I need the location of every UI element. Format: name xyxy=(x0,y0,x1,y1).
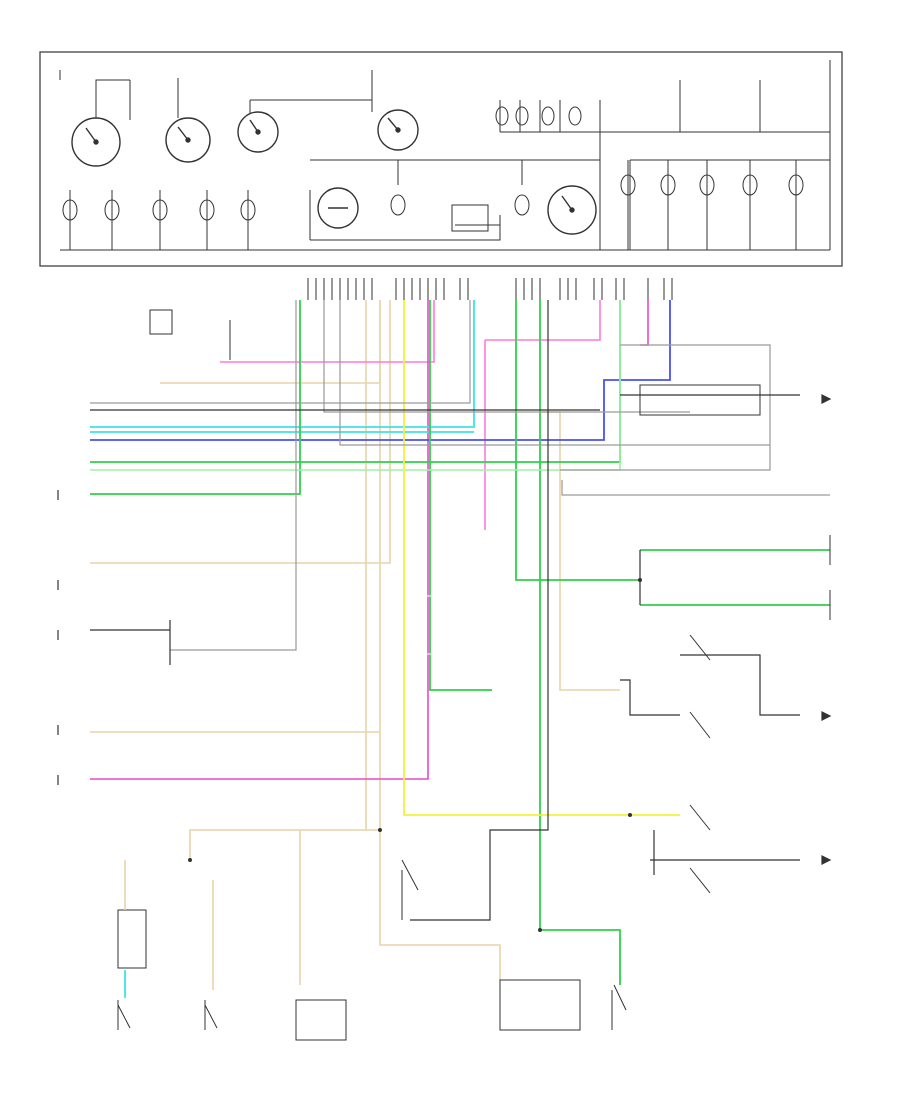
indicator-lamp-icon xyxy=(495,106,582,126)
switch-icon xyxy=(611,634,711,1030)
switch-icon xyxy=(149,309,231,360)
gauge-icon xyxy=(165,117,211,163)
gauge-icon xyxy=(237,111,279,153)
center-pcm-module-note xyxy=(419,595,511,655)
sensor-icon xyxy=(117,909,218,1030)
gauge-icon xyxy=(377,109,419,151)
cluster-connector-c2 xyxy=(515,278,673,300)
sensor-icon xyxy=(295,859,581,1041)
gauge-icon xyxy=(547,185,597,235)
indicator-lamp-icon xyxy=(62,174,804,221)
sensor-icon xyxy=(639,384,831,620)
cluster-connector-c1 xyxy=(307,278,469,300)
gauge-icon xyxy=(71,117,121,167)
gauge-icon xyxy=(317,187,359,229)
ground-icon xyxy=(821,394,832,865)
